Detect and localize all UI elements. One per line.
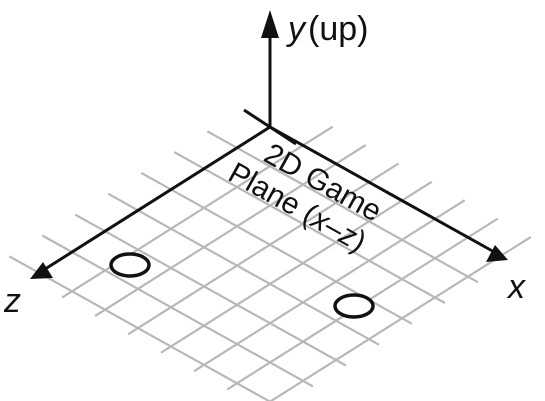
x-axis-line bbox=[269, 125, 497, 255]
grid-line-z bbox=[160, 180, 433, 354]
axes bbox=[30, 10, 508, 279]
grid-line-x bbox=[41, 234, 314, 388]
grid-line-x bbox=[8, 255, 272, 401]
grid-line-z bbox=[269, 236, 532, 401]
y-axis-suffix: (up) bbox=[308, 10, 368, 48]
x-axis-arrowhead bbox=[486, 245, 508, 262]
circle-marker-right bbox=[333, 293, 375, 319]
grid-line-x bbox=[74, 213, 347, 367]
grid-line-x bbox=[206, 130, 479, 284]
z-axis-label: z bbox=[3, 282, 21, 320]
circle-marker-left bbox=[109, 252, 151, 278]
grid-line-x bbox=[173, 151, 446, 304]
origin-tick bbox=[243, 108, 297, 146]
grid-line-z bbox=[94, 144, 367, 317]
z-axis-arrowhead bbox=[30, 262, 53, 279]
x-axis-label: x bbox=[506, 268, 526, 306]
y-axis-arrowhead bbox=[261, 10, 279, 38]
z-axis-line bbox=[41, 125, 271, 273]
grid-line-z bbox=[61, 125, 334, 299]
grid-line-x bbox=[107, 192, 380, 346]
grid-line-z bbox=[193, 199, 466, 373]
y-axis-label: y bbox=[286, 10, 307, 48]
grid-line-z bbox=[127, 162, 400, 336]
